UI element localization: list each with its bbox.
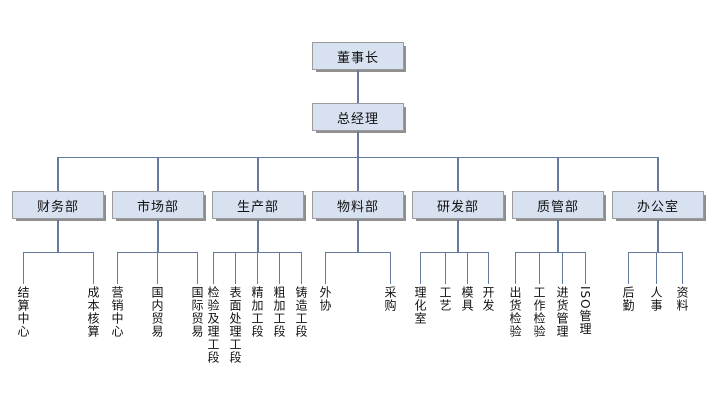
leaf-label: 精加工段 bbox=[250, 286, 264, 338]
connector-line bbox=[628, 252, 629, 284]
node-dept-marketing: 市场部 bbox=[112, 191, 204, 219]
connector-line bbox=[235, 252, 236, 284]
node-dept-rnd-label: 研发部 bbox=[436, 199, 479, 215]
connector-line bbox=[257, 157, 259, 191]
leaf-label: 模具 bbox=[460, 286, 474, 312]
leaf-label: ISO管理 bbox=[578, 286, 592, 336]
node-dept-office-label: 办公室 bbox=[636, 199, 679, 215]
connector-line bbox=[301, 252, 302, 284]
leaf-label: 采购 bbox=[383, 286, 397, 312]
leaf-label: 人事 bbox=[649, 286, 663, 312]
connector-line bbox=[57, 157, 59, 191]
leaf-label: 资料 bbox=[675, 286, 689, 312]
leaf-label: 结算中心 bbox=[16, 286, 30, 338]
connector-line bbox=[157, 252, 158, 284]
connector-line bbox=[628, 252, 683, 253]
leaf-label: 出货检验 bbox=[508, 286, 522, 338]
connector-line bbox=[557, 220, 559, 252]
connector-line bbox=[420, 252, 489, 253]
node-general-manager-label: 总经理 bbox=[336, 111, 379, 127]
node-dept-production: 生产部 bbox=[212, 191, 304, 219]
connector-line bbox=[23, 252, 94, 253]
leaf-label: 铸造工段 bbox=[294, 286, 308, 338]
connector-line bbox=[515, 252, 516, 284]
connector-line bbox=[325, 252, 391, 253]
node-dept-quality-label: 质管部 bbox=[536, 199, 579, 215]
connector-line bbox=[325, 252, 326, 284]
leaf-label: 外协 bbox=[318, 286, 332, 312]
connector-line bbox=[357, 131, 359, 157]
leaf-label: 表面处理工段 bbox=[228, 286, 242, 364]
node-chairman-label: 董事长 bbox=[336, 50, 379, 66]
connector-line bbox=[557, 157, 559, 191]
node-dept-materials: 物料部 bbox=[312, 191, 404, 219]
connector-line bbox=[488, 252, 489, 284]
connector-line bbox=[357, 70, 359, 103]
leaf-label: 检验及理工段 bbox=[206, 286, 220, 364]
connector-line bbox=[562, 252, 563, 284]
connector-line bbox=[539, 252, 540, 284]
connector-line bbox=[390, 252, 391, 284]
leaf-label: 后勤 bbox=[621, 286, 635, 312]
leaf-label: 进货管理 bbox=[555, 286, 569, 338]
connector-line bbox=[457, 220, 459, 252]
connector-line bbox=[257, 252, 258, 284]
connector-line bbox=[93, 252, 94, 284]
connector-line bbox=[656, 252, 657, 284]
leaf-label: 营销中心 bbox=[110, 286, 124, 338]
connector-line bbox=[445, 252, 446, 284]
connector-line bbox=[585, 252, 586, 284]
node-dept-finance: 财务部 bbox=[12, 191, 104, 219]
leaf-label: 理化室 bbox=[413, 286, 427, 325]
leaf-label: 国际贸易 bbox=[190, 286, 204, 338]
leaf-label: 工作检验 bbox=[532, 286, 546, 338]
leaf-label: 工艺 bbox=[438, 286, 452, 312]
connector-line bbox=[213, 252, 214, 284]
leaf-label: 粗加工段 bbox=[272, 286, 286, 338]
connector-line bbox=[23, 252, 24, 284]
connector-line bbox=[357, 220, 359, 252]
connector-line bbox=[157, 157, 159, 191]
leaf-label: 国内贸易 bbox=[150, 286, 164, 338]
node-dept-marketing-label: 市场部 bbox=[136, 199, 179, 215]
node-dept-rnd: 研发部 bbox=[412, 191, 504, 219]
connector-line bbox=[197, 252, 198, 284]
node-dept-production-label: 生产部 bbox=[236, 199, 279, 215]
node-chairman: 董事长 bbox=[312, 42, 404, 70]
connector-line bbox=[457, 157, 459, 191]
leaf-label: 开发 bbox=[481, 286, 495, 312]
connector-line bbox=[467, 252, 468, 284]
node-dept-office: 办公室 bbox=[612, 191, 704, 219]
connector-line bbox=[57, 220, 59, 252]
connector-line bbox=[515, 252, 586, 253]
connector-line bbox=[657, 157, 659, 191]
leaf-label: 成本核算 bbox=[86, 286, 100, 338]
connector-line bbox=[420, 252, 421, 284]
connector-line bbox=[257, 220, 259, 252]
node-dept-quality: 质管部 bbox=[512, 191, 604, 219]
node-dept-materials-label: 物料部 bbox=[336, 199, 379, 215]
connector-line bbox=[682, 252, 683, 284]
connector-line bbox=[357, 157, 359, 191]
node-general-manager: 总经理 bbox=[312, 103, 404, 131]
connector-line bbox=[117, 252, 118, 284]
connector-line bbox=[157, 220, 159, 252]
connector-line bbox=[279, 252, 280, 284]
node-dept-finance-label: 财务部 bbox=[36, 199, 79, 215]
connector-line bbox=[657, 220, 659, 252]
